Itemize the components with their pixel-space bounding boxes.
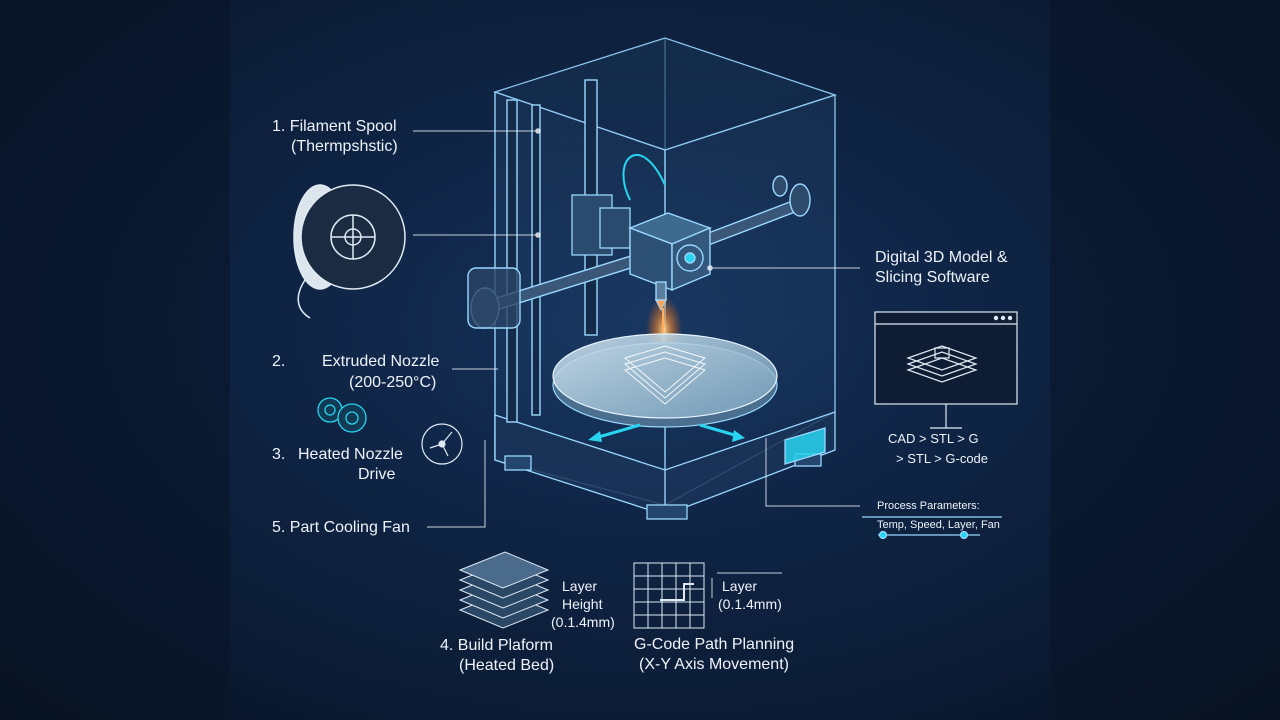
control-screen bbox=[784, 427, 826, 465]
label-cad-flow-1: CAD > STL > G bbox=[888, 431, 979, 446]
label-layer-height-2: Height bbox=[562, 596, 603, 612]
label-build-platform: 4. Build Plaform bbox=[440, 637, 553, 654]
label-digital-model: Digital 3D Model & bbox=[875, 249, 1008, 266]
parameter-slider-icon bbox=[862, 516, 1002, 540]
label-heated-nozzle-num: 3. bbox=[272, 446, 286, 463]
printer-base bbox=[494, 411, 836, 520]
fan-icon bbox=[421, 423, 463, 465]
gears-icon bbox=[317, 397, 367, 433]
label-gcode-path-sub: (X-Y Axis Movement) bbox=[639, 656, 789, 673]
label-layer-height-1: Layer bbox=[562, 578, 598, 594]
filament-spool-icon bbox=[293, 184, 406, 319]
label-process-params: Process Parameters: bbox=[877, 500, 980, 512]
label-extruded-nozzle-num: 2. bbox=[272, 353, 286, 370]
toolpath-grid-icon bbox=[633, 562, 705, 629]
label-filament-spool: 1. Filament Spool bbox=[272, 118, 397, 135]
label-layer-height-3: (0.1.4mm) bbox=[551, 614, 615, 630]
label-filament-spool-sub: (Thermpshstic) bbox=[291, 138, 398, 155]
software-window-icon bbox=[874, 311, 1018, 429]
label-heated-nozzle: Heated Nozzle bbox=[298, 446, 403, 463]
label-gcode-path: G-Code Path Planning bbox=[634, 636, 795, 653]
label-layer-right-1: Layer bbox=[722, 578, 758, 594]
label-cad-flow-2: > STL > G-code bbox=[896, 451, 989, 466]
layer-stack-icon bbox=[458, 551, 550, 629]
build-plate bbox=[552, 333, 778, 442]
label-build-platform-sub: (Heated Bed) bbox=[459, 657, 555, 674]
label-extruded-nozzle: Extruded Nozzle bbox=[322, 353, 440, 370]
label-digital-model-sub: Slicing Software bbox=[875, 269, 990, 286]
label-heated-nozzle-sub: Drive bbox=[358, 466, 396, 483]
label-part-cooling-fan: 5. Part Cooling Fan bbox=[272, 519, 410, 536]
label-extruded-nozzle-sub: (200-250°C) bbox=[349, 374, 437, 391]
right-vignette bbox=[1050, 0, 1280, 720]
print-head bbox=[628, 212, 712, 312]
extruder-motor bbox=[571, 154, 666, 256]
leader-lines bbox=[413, 128, 860, 598]
left-vignette bbox=[0, 0, 230, 720]
label-process-params-sub: Temp, Speed, Layer, Fan bbox=[877, 519, 1000, 531]
label-layer-right-2: (0.1.4mm) bbox=[718, 596, 782, 612]
